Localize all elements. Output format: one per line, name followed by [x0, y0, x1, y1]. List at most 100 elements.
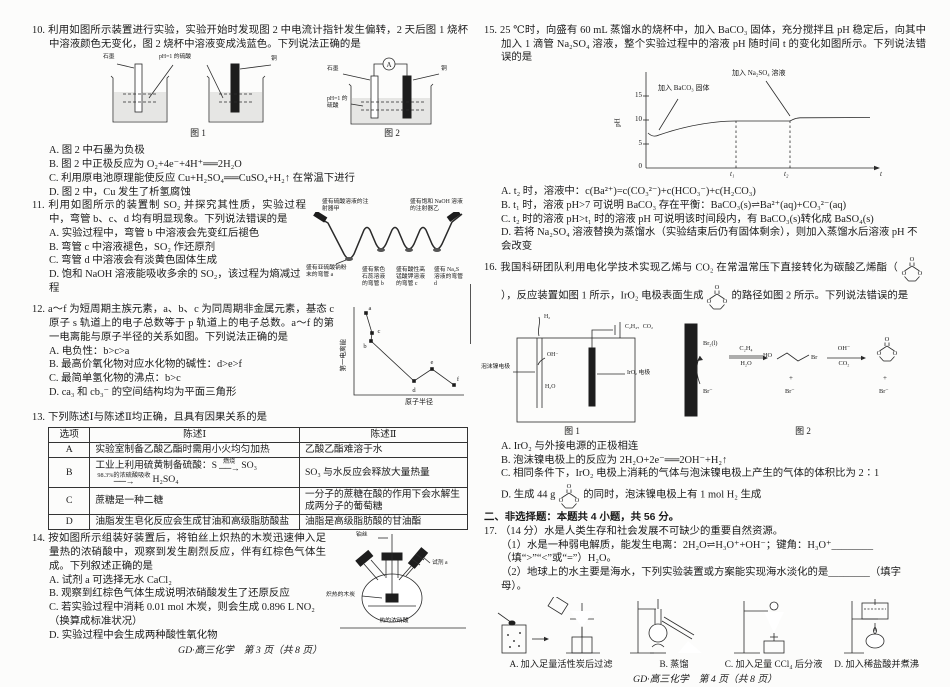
y-axis-label: 第一电离能 — [339, 339, 347, 372]
col-option: 选项 — [47, 427, 91, 444]
option-d: D. ca₃ 和 cb₃⁻ 的空间结构均为平面三角形 — [49, 386, 237, 398]
copper-label: 铜 — [441, 66, 447, 73]
option-b: B. 泡沫镍电极上的反应为 2H₂O+2e⁻══2OH⁻+H₂↑ — [501, 454, 728, 466]
tick-0: 0 — [638, 162, 643, 171]
q10-figure-1: 石墨 pH=1 的硫酸 铜 图 1 — [103, 54, 293, 142]
svg-text:O: O — [877, 350, 882, 357]
option-b: B. t₁ 时，溶液 pH>7 可说明 BaCO₃ 存在平衡：BaCO₃(s)⇌… — [501, 199, 847, 211]
apparatus-option-d: D. 加入稀盐酸并煮沸 — [827, 597, 926, 670]
point-e-label: e — [431, 359, 434, 366]
statements-table: 选项 陈述Ⅰ 陈述Ⅱ A 实验室制备乙酸乙酯时需用小火均匀加热 乙酸乙酯难溶于水… — [47, 427, 469, 531]
question-number: 10. — [32, 25, 45, 36]
q12-chart: a c b d e f 第一电离能 原子半径 — [334, 303, 468, 411]
option-c: C. 弯管 d 中溶液会有淡黄色固体生成 — [49, 255, 217, 267]
figure1-caption: 图 1 — [564, 425, 580, 436]
option-c: C. 利用原电池原理能使反应 Cu+H₂SO₄══CuSO₄+H₂↑ 在常温下进… — [49, 172, 355, 184]
platinum-wire-label: 铂丝 — [356, 532, 368, 539]
point-b-label: b — [363, 343, 366, 350]
option-a: A. 图 2 中石墨为负极 — [49, 145, 145, 157]
beaker-diagram-1 — [110, 63, 272, 123]
arrow1-bottom-label: H₂O — [740, 359, 752, 367]
x-axis-label: 原子半径 — [405, 398, 433, 407]
svg-text:O: O — [575, 497, 580, 504]
col-statement-2: 陈述Ⅱ — [298, 427, 469, 444]
question-16: 16.我国科研团队利用电化学技术实现乙烯与 CO₂ 在常温常压下直接转化为碳酸乙… — [481, 254, 929, 509]
figure2-caption: 图 2 — [384, 128, 400, 139]
tick-15: 15 — [635, 91, 642, 100]
syringe-yi-label: 盛有饱和 NaOH 溶液的注射器乙 — [410, 199, 463, 213]
h2o-label: H₂O — [545, 383, 556, 390]
option-a: A. t₂ 时，溶液中：c(Ba²⁺)=c(CO₃²⁻)+c(HCO₃⁻)+c(… — [501, 186, 756, 198]
option-a: A. IrO₂ 与外接电源的正极相连 — [501, 440, 639, 452]
question-13: 13.下列陈述Ⅰ与陈述Ⅱ均正确，且具有因果关系的是 选项 陈述Ⅰ 陈述Ⅱ A 实… — [32, 411, 469, 531]
option-d: D. 图 2 中，Cu 发生了析氢腐蚀 — [49, 186, 191, 198]
question-12: 12.a～f 为短周期主族元素，a、b、c 为同周期非金属元素，基态 c 原子 … — [32, 303, 468, 411]
reaction-arrow: 燃烧──→ — [219, 458, 240, 473]
syringe-jia-label: 盛有硫酸溶液的注射器甲 — [322, 199, 369, 213]
q17-part-2: （2）地球上的水主要是海水，下列实验装置或方案能实现海水淡化的是________… — [501, 567, 902, 592]
svg-text:O: O — [723, 298, 728, 305]
q17-part-1: （1）水是一种弱电解质，能发生电离：2H₂O⇌H₃O⁺+OH⁻；键角：H₃O⁺_… — [501, 539, 874, 565]
q16-figure-2: Br₂(l) Br⁻ C₂H₄ H₂O HO Br + Br⁻ OH⁻ CO₂ … — [677, 312, 929, 438]
q10-figures: 石墨 pH=1 的硫酸 铜 图 1 — [92, 54, 468, 142]
question-16-text: 16.我国科研团队利用电化学技术实现乙烯与 CO₂ 在常温常压下直接转化为碳酸乙… — [484, 254, 926, 310]
plus-sign: + — [883, 373, 887, 382]
question-14-text: 14.按如图所示组装好装置后，将铂丝上炽热的木炭迅速伸入足量热的浓硝酸中，观察到… — [32, 533, 326, 572]
apparatus-a-label: A. 加入足量活性炭后过滤 — [509, 659, 613, 670]
apparatus-b-label: B. 蒸馏 — [659, 659, 689, 670]
question-10: 10.利用如图所示装置进行实验，实验开始时发现图 2 中电流计指针发生偏转，2 … — [32, 24, 468, 199]
three-neck-flask — [340, 534, 466, 629]
page-footer: GD·高三化学 第 4 页（共 8 页） — [633, 673, 777, 685]
distillation-apparatus — [630, 599, 702, 654]
boiling-apparatus — [843, 599, 888, 654]
arrow1-top-label: C₂H₄ — [739, 344, 753, 352]
question-13-text: 13.下列陈述Ⅰ与陈述Ⅱ均正确，且具有因果关系的是 — [32, 412, 267, 424]
option-a: A. 电负性：b>c>a — [49, 345, 130, 357]
acid-label: pH=1 的硫酸 — [159, 54, 192, 61]
apparatus-option-a: A. 加入足量活性炭后过滤 — [494, 597, 628, 670]
annotation-baco3: 加入 BaCO₃ 固体 — [658, 84, 710, 93]
figure2-caption: 图 2 — [795, 425, 811, 436]
reagent-a-label: 试剂 a — [432, 560, 448, 567]
page-fold-mark — [470, 284, 471, 344]
q16-figures: H₂ OH⁻ H₂O 泡沫镍电极 C₂H₄、CO₂ IrO₂ 电极 图 1 — [481, 312, 929, 438]
question-11-text: 11.利用如图所示的装置制 SO₂ 并探究其性质，实验过程中，弯管 b、c、d … — [32, 200, 306, 226]
option-b: B. 最高价氧化物对应水化物的碱性：d>e>f — [49, 359, 242, 371]
option-d: D. 若将 Na₂SO₄ 溶液替换为蒸馏水（实验结束后仍有固体剩余），则加入蒸馏… — [501, 227, 918, 253]
question-14: 14.按如图所示组装好装置后，将铂丝上炽热的木炭迅速伸入足量热的浓硝酸中，观察到… — [32, 532, 468, 642]
br-label: Br — [811, 353, 818, 361]
table-row: D 油脂发生皂化反应会生成甘油和高级脂肪酸盐 油脂是高级脂肪酸的甘油酯 — [47, 514, 469, 531]
ammeter-icon: A — [386, 61, 391, 69]
gas-inlet-label: C₂H₄、CO₂ — [625, 323, 653, 330]
apparatus-option-c: C. 加入足量 CCl₄ 后分液 — [720, 597, 827, 670]
oh-label: OH⁻ — [547, 351, 559, 358]
beaker-diagram-2: A — [342, 58, 440, 125]
question-15: 15.25 ℃时，向盛有 60 mL 蒸馏水的烧杯中，加入 BaCO₃ 固体，充… — [484, 24, 926, 254]
apparatus-option-b: B. 蒸馏 — [628, 597, 720, 670]
tick-10: 10 — [635, 115, 642, 124]
tube-c-label: 盛有酸性高锰酸钾溶液的弯管 c — [396, 267, 425, 288]
page-footer: GD·高三化学 第 3 页（共 8 页） — [178, 645, 322, 657]
br2-label: Br₂(l) — [703, 339, 718, 347]
option-d: D. 饱和 NaOH 溶液能吸收多余的 SO₂，该过程为熵减过程 — [49, 269, 301, 294]
option-c: C. 若实验过程中消耗 0.01 mol 木炭，则会生成 0.896 L NO₂… — [49, 602, 315, 627]
reaction-path — [684, 323, 866, 417]
br-minus-label: Br⁻ — [785, 387, 795, 395]
question-15-text: 15.25 ℃时，向盛有 60 mL 蒸馏水的烧杯中，加入 BaCO₃ 固体，充… — [484, 25, 926, 64]
question-12-text: 12.a～f 为短周期主族元素，a、b、c 为同周期非金属元素，基态 c 原子 … — [32, 304, 334, 343]
svg-text:O: O — [707, 298, 712, 305]
svg-text:O: O — [918, 270, 923, 277]
q17-apparatus-options: A. 加入足量活性炭后过滤 B. 蒸馏 — [494, 597, 926, 670]
question-11: 11.利用如图所示的装置制 SO₂ 并探究其性质，实验过程中，弯管 b、c、d … — [32, 199, 468, 303]
ph-time-chart — [643, 72, 880, 171]
svg-text:O: O — [885, 336, 890, 343]
option-b: B. 弯管 c 中溶液褪色，SO₂ 作还原剂 — [49, 241, 216, 253]
electrolysis-cell — [513, 316, 636, 423]
svg-text:O: O — [715, 284, 720, 291]
tube-a-label: 盛有亚硫酸钠粉末的弯管 a — [306, 265, 347, 279]
q14-flask-figure: 铂丝 试剂 a 炽热的木炭 热的浓硝酸 — [326, 532, 468, 632]
q11-apparatus-figure: 盛有硫酸溶液的注射器甲 盛有饱和 NaOH 溶液的注射器乙 盛有亚硫酸钠粉末的弯… — [306, 199, 468, 303]
